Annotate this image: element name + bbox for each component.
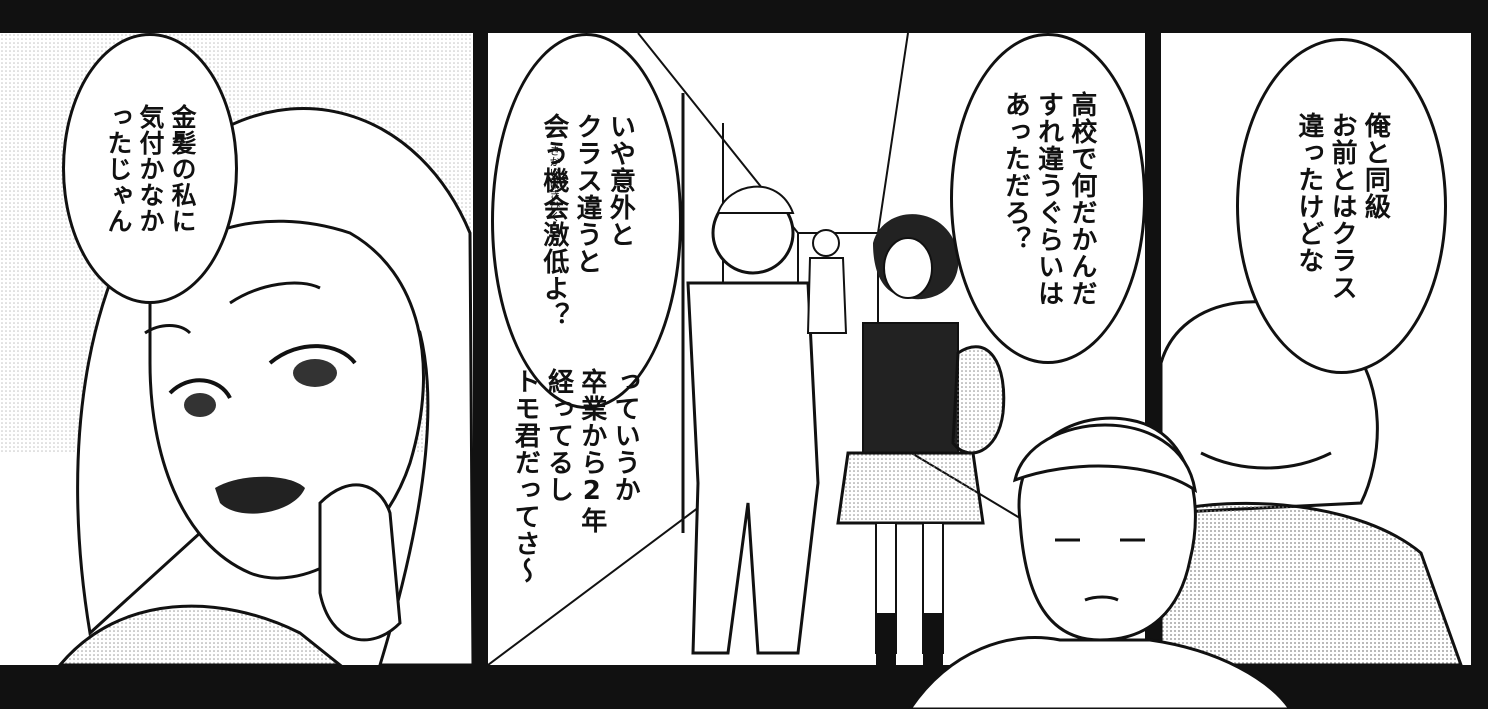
speech-text-left: 金髪の私に 気付かなか ったじゃん bbox=[104, 103, 197, 234]
speech-text-upper-right: 高校で何だかんだ すれ違うぐらいは あっただろ？ bbox=[1000, 90, 1097, 307]
panel-middle: いや意外と クラス違うと 会う機会激低よ？ っていうか 卒業から2年 経ってるし… bbox=[488, 33, 1145, 665]
hallway-illustration bbox=[488, 33, 1145, 665]
speech-bubble-right: 俺と同級 お前とはクラス 違ったけどな bbox=[1236, 38, 1447, 374]
speech-bubble-upper-right: 高校で何だかんだ すれ違うぐらいは あっただろ？ bbox=[950, 33, 1145, 364]
speech-text-right: 俺と同級 お前とはクラス 違ったけどな bbox=[1293, 111, 1391, 301]
panel-left: 金髪の私に 気付かなか ったじゃん bbox=[0, 33, 473, 665]
girl-illustration bbox=[0, 33, 473, 665]
speech-bubble-left: 金髪の私に 気付かなか ったじゃん bbox=[62, 33, 238, 304]
furigana-text: きかいげきひく bbox=[548, 145, 561, 222]
panel-right: 俺と同級 お前とはクラス 違ったけどな bbox=[1161, 33, 1471, 665]
speech-bubble-middle: いや意外と クラス違うと 会う機会激低よ？ bbox=[491, 33, 682, 409]
narration-text-middle: っていうか 卒業から2年 経ってるし トモ君だってさ〜 bbox=[510, 368, 641, 584]
speech-text-middle: いや意外と クラス違うと 会う機会激低よ？ bbox=[538, 113, 636, 329]
